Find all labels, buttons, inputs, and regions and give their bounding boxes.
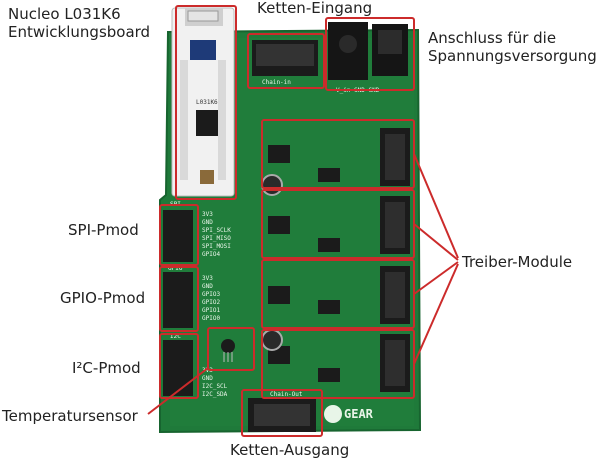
nucleo-label-1: Nucleo L031K6 bbox=[8, 5, 121, 23]
pin-label: GPIO1 bbox=[202, 307, 220, 314]
spi-label: SPI-Pmod bbox=[68, 221, 139, 239]
chain-out-connector: Chain-Out bbox=[248, 391, 316, 432]
nucleo-highlight bbox=[175, 5, 237, 200]
chain-in-connector: Chain-in bbox=[252, 40, 318, 86]
i2c-label: I²C-Pmod bbox=[72, 359, 141, 377]
nucleo-board: L031K6 bbox=[171, 7, 235, 197]
driver-module-1 bbox=[268, 128, 410, 186]
pin-label: I2C_SDA bbox=[202, 391, 228, 398]
nucleo-label-2: Entwicklungsboard bbox=[8, 23, 151, 41]
pin-label: GPIO3 bbox=[202, 291, 220, 298]
driver-modules-label: Treiber-Module bbox=[462, 253, 573, 271]
driver-modules bbox=[268, 128, 410, 392]
driver-module-4 bbox=[268, 334, 410, 392]
gpio-label: GPIO-Pmod bbox=[60, 289, 146, 307]
capacitor bbox=[261, 174, 283, 196]
pin-label: GPIO2 bbox=[202, 299, 220, 306]
pin-label: SPI_MOSI bbox=[202, 243, 231, 250]
pin-label: 3V3 bbox=[202, 367, 213, 374]
pmod-headers: SPI GPIO I2C bbox=[163, 201, 193, 396]
pin-label: GND bbox=[202, 283, 213, 290]
pin-label: GPIO4 bbox=[202, 251, 220, 258]
power-highlight bbox=[325, 17, 415, 91]
gpio-highlight bbox=[159, 266, 199, 332]
chain-out-label: Ketten-Ausgang bbox=[230, 441, 350, 459]
temp-highlight bbox=[207, 327, 255, 371]
i2c-silk: I2C bbox=[170, 333, 181, 340]
pin-label: 3V3 bbox=[202, 275, 213, 282]
chain-out-highlight bbox=[241, 389, 323, 437]
temp-sensor-label: Temperatursensor bbox=[2, 407, 138, 425]
spi-highlight bbox=[159, 204, 199, 266]
gpio-silk: GPIO bbox=[168, 265, 183, 272]
temperature-sensor bbox=[221, 339, 235, 362]
power-label-1: Anschluss für die bbox=[428, 29, 557, 47]
capacitor bbox=[261, 329, 283, 351]
chain-in-highlight bbox=[247, 33, 325, 89]
pin-label: SPI_SCLK bbox=[202, 227, 231, 234]
pin-label: SPI_MISO bbox=[202, 235, 231, 242]
pin-label: GND bbox=[202, 219, 213, 226]
pin-label: GPIO0 bbox=[202, 315, 220, 322]
driver-module-2 bbox=[268, 196, 410, 254]
chain-out-silk: Chain-Out bbox=[270, 391, 303, 398]
nucleo-chip-label: L031K6 bbox=[196, 99, 218, 106]
driver-module-3 bbox=[268, 266, 410, 324]
pin-label: I2C_SCL bbox=[202, 383, 228, 390]
pointer-lines bbox=[147, 153, 459, 415]
power-connectors: V_in GND GND bbox=[328, 22, 408, 94]
chain-in-label: Ketten-Eingang bbox=[257, 0, 373, 17]
i2c-highlight bbox=[159, 333, 199, 399]
power-label-2: Spannungsversorgung bbox=[428, 47, 597, 65]
pin-label: 3V3 bbox=[202, 211, 213, 218]
pin-label: GND bbox=[202, 375, 213, 382]
gear-silk: GEAR bbox=[344, 407, 374, 421]
chain-in-silk: Chain-in bbox=[262, 79, 291, 86]
gear-logo: GEAR bbox=[324, 405, 374, 423]
